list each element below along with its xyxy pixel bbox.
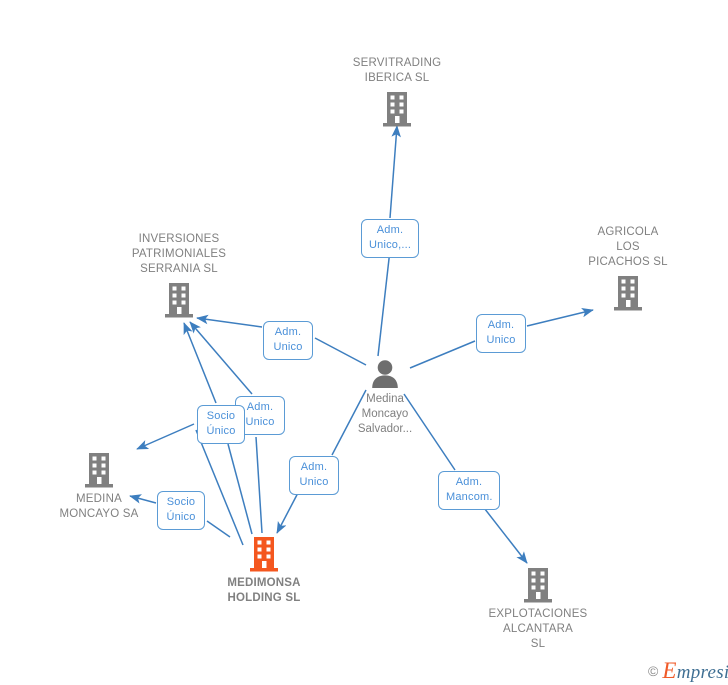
node-inversiones-patrimoniales-serrania[interactable]: INVERSIONES PATRIMONIALES SERRANIA SL — [99, 232, 259, 319]
node-label: AGRICOLA LOS PICACHOS SL — [588, 226, 668, 268]
edge-person-servitrading-lower — [377, 249, 391, 357]
person-icon — [369, 359, 401, 389]
edge-medimonsa-inversiones-admunico-lower — [255, 436, 263, 534]
node-agricola-los-picachos[interactable]: AGRICOLA LOS PICACHOS SL — [548, 225, 708, 312]
edge-person-inversiones-right — [314, 337, 367, 366]
copyright-symbol: © — [648, 663, 659, 679]
node-medina-moncayo-sa[interactable]: MEDINA MONCAYO SA — [19, 451, 179, 522]
edge-label-medinasa-socio-unico[interactable]: Socio Único — [157, 491, 205, 530]
edge-medinasa-socio-right — [206, 520, 231, 538]
node-explotaciones-alcantara[interactable]: EXPLOTACIONES ALCANTARA SL — [458, 566, 618, 652]
edge-label-medimonsa-inversiones-socio-unico[interactable]: Socio Único — [197, 405, 245, 444]
node-label: MEDINA MONCAYO SA — [59, 493, 139, 520]
edge-label-person-explotaciones[interactable]: Adm. Mancom. — [438, 471, 500, 510]
empresia-logo-capital: E — [662, 658, 677, 683]
edge-socio-b-medinasa — [129, 494, 157, 504]
node-medimonsa-holding[interactable]: MEDIMONSA HOLDING SL — [184, 535, 344, 606]
edge-person-servitrading-upper — [389, 125, 401, 219]
edge-person-inversiones-left — [196, 314, 263, 328]
edge-socio-medinasa — [136, 423, 195, 450]
edge-medimonsa-inversiones-socio-upper — [183, 322, 217, 404]
empresia-logo: Empresia — [662, 658, 728, 684]
edge-person-medimonsa-lower — [276, 488, 301, 534]
building-icon — [611, 274, 645, 312]
node-label: SERVITRADING IBERICA SL — [352, 57, 442, 84]
node-label: EXPLOTACIONES ALCANTARA SL — [488, 608, 588, 650]
building-icon — [521, 566, 555, 604]
building-icon — [82, 451, 116, 489]
edge-person-agricola-left — [409, 340, 476, 369]
node-servitrading[interactable]: SERVITRADING IBERICA SL — [317, 56, 477, 128]
edge-medimonsa-inversiones-socio-lower — [227, 443, 253, 535]
edge-label-person-agricola[interactable]: Adm. Unico — [476, 314, 526, 353]
building-icon — [380, 90, 414, 128]
node-label: Medina Moncayo Salvador... — [357, 393, 413, 435]
edge-person-explotaciones-upper — [403, 393, 456, 471]
edge-person-agricola-right — [526, 307, 594, 327]
node-label: INVERSIONES PATRIMONIALES SERRANIA SL — [131, 233, 227, 275]
edge-label-person-servitrading[interactable]: Adm. Unico,... — [361, 219, 419, 258]
node-label: MEDIMONSA HOLDING SL — [227, 577, 301, 604]
edge-person-medimonsa-upper — [331, 389, 367, 456]
node-medina-moncayo-salvador[interactable]: Medina Moncayo Salvador... — [305, 359, 465, 437]
edge-medimonsa-inversiones-admunico-upper — [189, 321, 253, 395]
empresia-watermark: © Empresia — [648, 658, 728, 684]
edge-medimonsa-medinasa-right — [195, 429, 244, 546]
edge-label-person-medimonsa[interactable]: Adm. Unico — [289, 456, 339, 495]
building-icon — [162, 281, 196, 319]
empresia-logo-rest: mpresia — [676, 662, 728, 683]
building-icon — [247, 535, 281, 573]
edge-label-person-inversiones[interactable]: Adm. Unico — [263, 321, 313, 360]
edge-person-explotaciones-lower — [480, 503, 528, 564]
